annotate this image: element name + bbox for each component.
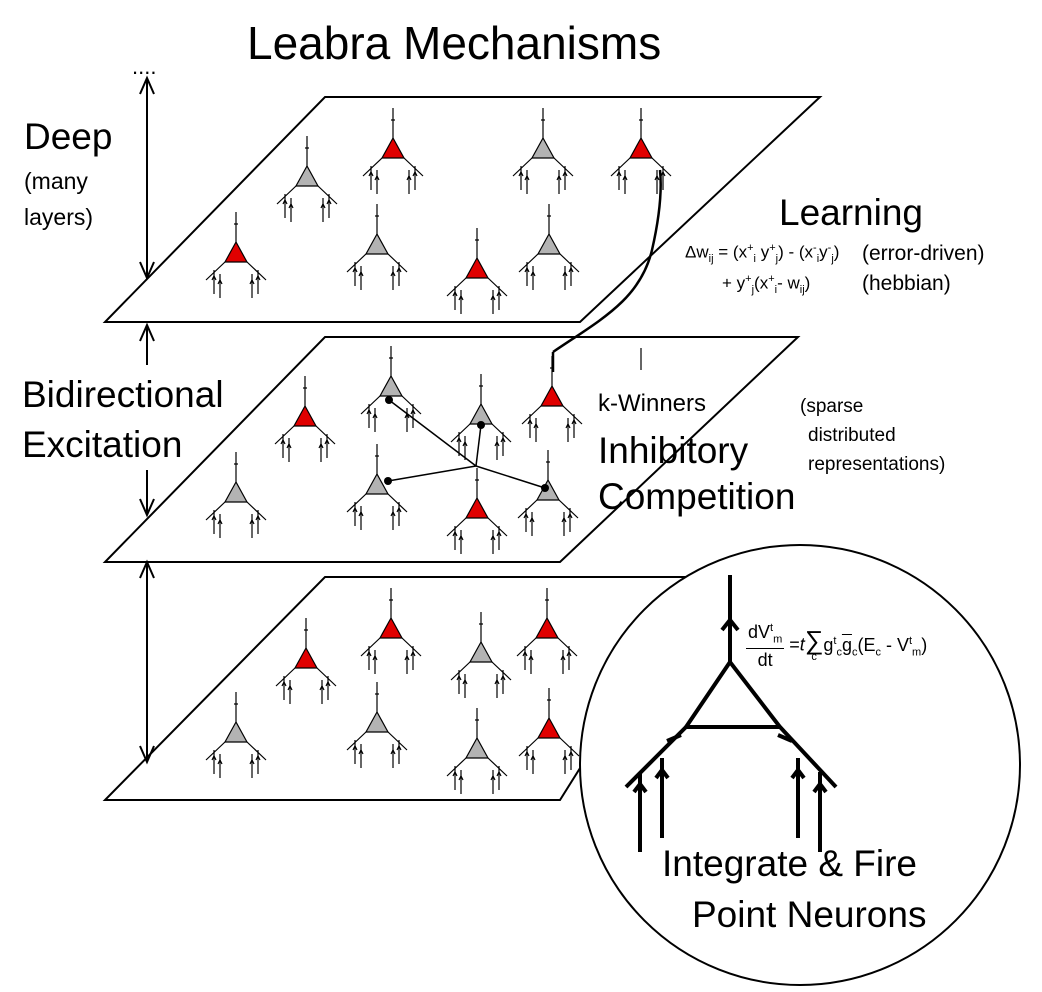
error-driven-label: (error-driven): [862, 242, 985, 265]
deep-label: Deep: [24, 116, 113, 157]
zoom-apical-arrow: [720, 616, 740, 632]
kwinners-label: k-Winners: [598, 390, 707, 417]
neuron-12: [450, 374, 512, 460]
neuron-3: [610, 108, 672, 194]
deep-sub-2: layers): [24, 204, 94, 230]
sparse-note-2: distributed: [808, 425, 896, 446]
neuron-19: [275, 618, 337, 704]
zoom-input-arrow-4: [812, 780, 828, 794]
top-ellipsis: ....: [132, 54, 157, 79]
neuron-8: [446, 228, 508, 314]
sparse-note-1: (sparse: [800, 396, 864, 417]
neuron-16: [446, 468, 508, 554]
neuron-7: [205, 212, 267, 298]
inhibitory-node-2: [477, 421, 485, 429]
competition-label: Competition: [598, 476, 796, 517]
learning-connection: [552, 169, 662, 354]
learning-equation-2: + y+j(x+i- wij): [722, 273, 811, 297]
inhibitory-link-2: [475, 424, 482, 467]
neuron-13: [205, 452, 267, 538]
deep-sub-1: (many: [24, 168, 88, 194]
inhibitory-node-1: [385, 396, 393, 404]
inhibitory-node-4: [541, 484, 549, 492]
zoomed-neuron: [624, 575, 838, 852]
bidirectional-label: Bidirectional: [22, 374, 224, 415]
zoom-synapse-right: [777, 733, 793, 743]
neuron-23: [446, 708, 508, 794]
inhibitory-node-3: [384, 477, 392, 485]
neuron-11: [274, 376, 336, 462]
zoom-input-arrow-1: [632, 780, 648, 794]
depth-arrow: [139, 75, 155, 281]
neuron-4: [276, 136, 338, 222]
excitation-label: Excitation: [22, 424, 183, 465]
inhibitory-link-3: [387, 465, 477, 482]
neuron-20: [450, 612, 512, 698]
zoom-input-arrow-2: [654, 766, 670, 780]
hebbian-label: (hebbian): [862, 272, 951, 295]
neuron-10: [521, 356, 583, 442]
zoom-input-arrow-3: [790, 766, 806, 780]
neuron-22: [346, 682, 408, 768]
zoom-basal-right: [778, 725, 838, 789]
neuron-2: [512, 108, 574, 194]
neuron-5: [346, 204, 408, 290]
inhibitory-label: Inhibitory: [598, 430, 749, 471]
neuron-9: [360, 346, 422, 432]
neuron-1: [362, 108, 424, 194]
sparse-note-3: representations): [808, 454, 946, 475]
neuron-18: [516, 588, 578, 674]
zoom-soma: [682, 658, 785, 729]
neuron-14: [346, 444, 408, 530]
layer-gap-arrow: [139, 559, 155, 765]
neuron-6: [518, 204, 580, 290]
neuron-24: [518, 688, 580, 774]
integrate-fire-label: Integrate & Fire: [662, 843, 918, 884]
learning-equation-1: Δwij = (x+i y+j) - (x-iy-j): [685, 242, 840, 266]
zoom-synapse-left: [666, 733, 682, 743]
bidirectional-arrow-up: [139, 322, 155, 365]
point-neurons-label: Point Neurons: [692, 894, 927, 935]
inhibitory-link-1: [388, 399, 477, 467]
page-title: Leabra Mechanisms: [247, 17, 662, 69]
inhibitory-link-4: [475, 465, 546, 489]
layer-1: [102, 96, 823, 323]
bidirectional-arrow-down: [139, 470, 155, 518]
layer-2: [102, 336, 801, 563]
neuron-21: [205, 692, 267, 778]
neuron-17: [360, 588, 422, 674]
learning-title: Learning: [779, 192, 924, 233]
